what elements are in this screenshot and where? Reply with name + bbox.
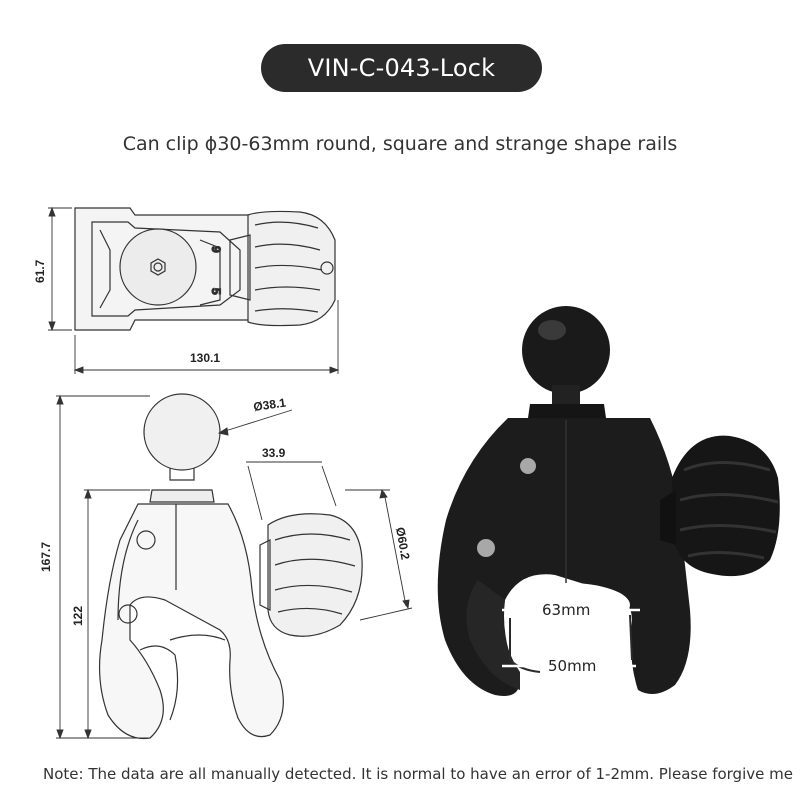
disclaimer-note: Note: The data are all manually detected… [43, 765, 793, 783]
dim-top-height: 61.7 [33, 259, 47, 283]
product-photo [437, 306, 780, 696]
dim-total-height: 167.7 [39, 542, 53, 572]
dim-knob-width: 33.9 [262, 446, 286, 460]
spec-subtitle: Can clip ϕ30-63mm round, square and stra… [122, 133, 678, 155]
label-min-opening: 50mm [548, 657, 596, 675]
top-view: 9 5 [74, 207, 336, 331]
svg-text:5: 5 [209, 288, 223, 295]
top-view-dimensions [48, 206, 340, 374]
dim-knob-diameter: Ø60.2 [393, 526, 413, 561]
dim-top-length: 130.1 [190, 351, 220, 365]
dim-ball-diameter: Ø38.1 [252, 396, 287, 414]
model-title: VIN-C-043-Lock [261, 44, 542, 92]
side-view-dimensions [56, 394, 413, 740]
svg-text:9: 9 [209, 246, 223, 253]
side-view [98, 393, 363, 740]
label-max-opening: 63mm [542, 601, 590, 619]
dim-clamp-height: 122 [71, 606, 85, 626]
